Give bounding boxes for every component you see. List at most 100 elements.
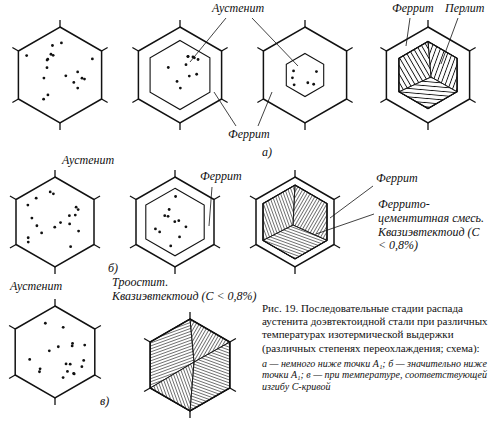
- grain-boundary: [9, 326, 15, 330]
- ferrite-boundary: [263, 185, 327, 259]
- grain-boundary: [12, 48, 18, 52]
- grain-boundary: [174, 170, 175, 177]
- austenite-dot: [82, 359, 85, 362]
- leader-line: [406, 18, 410, 46]
- caption-note: а — немного ниже точки A₁; б — значитель…: [262, 358, 488, 393]
- austenite-dot: [51, 44, 54, 47]
- austenite-dot: [73, 373, 76, 376]
- phase-label: Перлит: [445, 2, 484, 16]
- grain-boundary: [144, 388, 150, 392]
- austenite-dot: [57, 345, 60, 348]
- austenite-dot: [75, 206, 78, 209]
- grain-boundary: [59, 123, 60, 130]
- austenite-dot: [306, 81, 309, 84]
- austenite-dot: [158, 230, 161, 233]
- grain: [250, 170, 340, 274]
- austenite-dot: [48, 349, 51, 352]
- grain-boundary: [347, 99, 353, 103]
- grain-outline: [138, 27, 221, 123]
- colony-outline: [263, 185, 327, 259]
- grain-boundary: [189, 411, 190, 418]
- row-letter: в): [100, 395, 109, 409]
- row-letter: а): [262, 146, 272, 160]
- austenite-dot: [25, 54, 28, 57]
- grain-boundary: [294, 170, 295, 177]
- grain-boundary: [230, 388, 236, 392]
- austenite-dot: [173, 220, 176, 223]
- grain-boundary: [95, 326, 101, 330]
- austenite-dot: [315, 70, 318, 73]
- figure-caption: Рис. 19. Последовательные стадии распада…: [262, 302, 488, 355]
- austenite-dot: [81, 77, 84, 80]
- grain-boundary: [250, 245, 256, 249]
- grain-boundary: [470, 48, 476, 52]
- austenite-dot: [42, 98, 45, 101]
- austenite-dot: [62, 376, 65, 379]
- grain-outline: [386, 27, 469, 123]
- austenite-dot: [72, 372, 75, 375]
- austenite-dot: [80, 365, 83, 368]
- grain: [144, 312, 236, 418]
- phase-label: Троостит. Квазиэвтектоид (С < 0,8%): [112, 276, 257, 304]
- austenite-dot: [185, 225, 188, 228]
- leader-line: [258, 92, 272, 126]
- phase-label: Феррит: [376, 172, 418, 186]
- grain-outline: [263, 27, 346, 123]
- austenite-dot: [69, 363, 72, 366]
- grain-boundary: [380, 48, 386, 52]
- grain-boundary: [102, 48, 108, 52]
- grain-boundary: [257, 48, 263, 52]
- austenite-dot: [46, 66, 49, 69]
- leader-line: [316, 214, 374, 234]
- grain-boundary: [294, 267, 295, 274]
- austenite-dot: [71, 342, 74, 345]
- austenite-dot: [188, 75, 191, 78]
- grain: [130, 170, 220, 274]
- austenite-dot: [46, 59, 49, 62]
- grain-boundary: [10, 196, 16, 200]
- austenite-dot: [167, 215, 170, 218]
- grain-boundary: [59, 20, 60, 27]
- grain-outline: [256, 177, 334, 267]
- austenite-dot: [59, 221, 62, 224]
- phase-label: Феррито-цементитная смесь. Квазиэвтектои…: [378, 198, 488, 253]
- grain-outline: [136, 177, 214, 267]
- grain-boundary: [130, 196, 136, 200]
- leader-line: [441, 18, 458, 64]
- grain: [132, 20, 227, 130]
- ferrite-boundary: [399, 41, 457, 108]
- phase-label: Феррит: [200, 170, 242, 184]
- austenite-dot: [28, 358, 31, 361]
- grain-boundary: [304, 123, 305, 130]
- phase-label: Аустенит: [10, 280, 62, 294]
- phase-label: Феррит: [392, 2, 434, 16]
- colony-outline: [399, 41, 457, 108]
- austenite-dot: [74, 214, 77, 217]
- austenite-dot: [35, 197, 38, 200]
- austenite-dot: [44, 322, 47, 325]
- grain-boundary: [174, 267, 175, 274]
- grain-boundary: [250, 196, 256, 200]
- grain-boundary: [214, 196, 220, 200]
- austenite-dot: [62, 326, 65, 329]
- leader-line: [209, 187, 212, 226]
- austenite-dot: [53, 226, 56, 229]
- phase-label: Аустенит: [62, 154, 114, 168]
- leader-line: [190, 18, 226, 62]
- austenite-dot: [293, 83, 296, 86]
- austenite-dot: [77, 208, 80, 211]
- austenite-dot: [71, 345, 74, 348]
- austenite-dot: [177, 219, 180, 222]
- austenite-dot: [27, 241, 30, 244]
- grain-boundary: [334, 196, 340, 200]
- grain-boundary: [10, 245, 16, 249]
- grain-boundary: [347, 48, 353, 52]
- grain-boundary: [95, 375, 101, 379]
- austenite-dot: [66, 370, 69, 373]
- austenite-dot: [76, 71, 79, 74]
- grain-boundary: [94, 196, 100, 200]
- grain-boundary: [132, 99, 138, 103]
- austenite-dot: [30, 217, 33, 220]
- austenite-dot: [69, 245, 72, 248]
